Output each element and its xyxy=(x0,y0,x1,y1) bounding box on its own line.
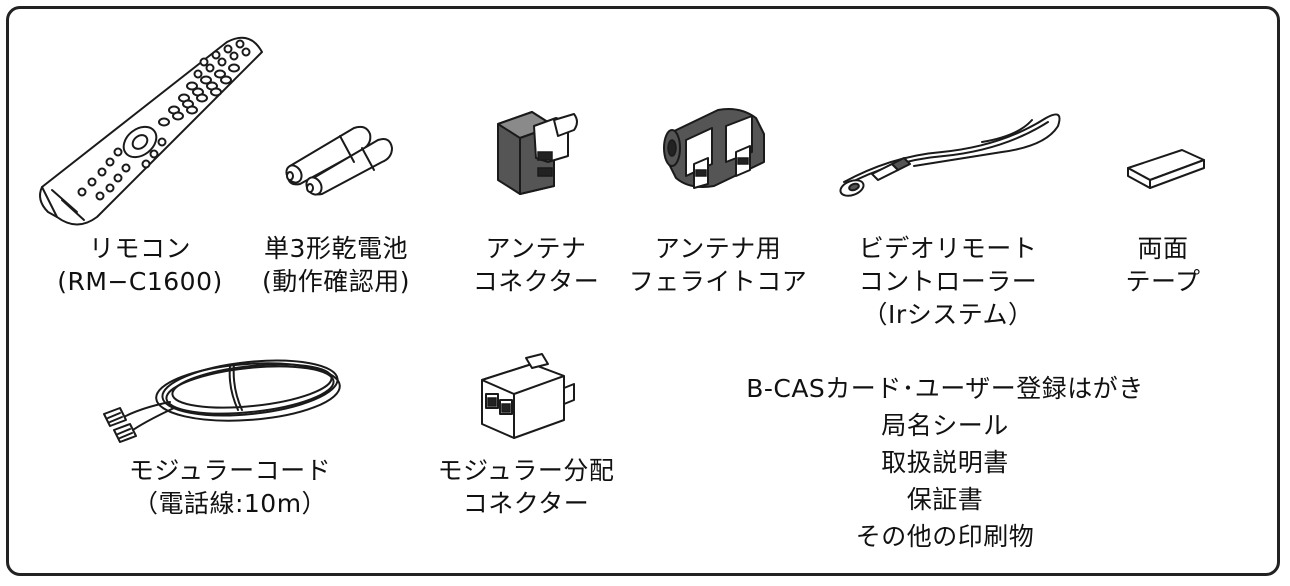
modular-cord-name: モジュラーコード xyxy=(128,456,332,485)
modular-cord-illustration xyxy=(103,359,341,443)
double-sided-tape-illustration xyxy=(1127,149,1205,189)
manual-item: 取扱説明書 xyxy=(881,448,1009,477)
ferrite-core-name1: アンテナ用 xyxy=(654,234,782,263)
video-remote-caption: ビデオリモート コントローラー （Irシステム） xyxy=(838,232,1058,331)
tape-caption: 両面 テープ xyxy=(1088,232,1238,298)
remote-model: (RM−C1600) xyxy=(57,267,223,296)
video-remote-name2: コントローラー xyxy=(858,267,1038,296)
ferrite-core-illustration xyxy=(663,108,765,189)
video-remote-controller-illustration xyxy=(839,113,1061,197)
antenna-connector-name1: アンテナ xyxy=(485,234,587,263)
antenna-connector-name2: コネクター xyxy=(472,267,600,296)
remote-control-illustration xyxy=(39,36,263,226)
video-remote-system: （Irシステム） xyxy=(862,300,1034,329)
video-remote-name1: ビデオリモート xyxy=(858,234,1038,263)
battery-name: 単3形乾電池 xyxy=(264,234,408,263)
bcas-card-item: B-CASカード･ユーザー登録はがき xyxy=(746,374,1144,403)
warranty-item: 保証書 xyxy=(906,485,984,514)
batteries-illustration xyxy=(285,125,393,196)
other-printed-item: その他の印刷物 xyxy=(855,522,1035,551)
other-items-list: B-CASカード･ユーザー登録はがき 局名シール 取扱説明書 保証書 その他の印… xyxy=(700,370,1190,555)
tape-name2: テープ xyxy=(1125,267,1201,296)
ferrite-core-name2: フェライトコア xyxy=(628,267,808,296)
modular-splitter-name2: コネクター xyxy=(462,489,590,518)
modular-splitter-name1: モジュラー分配 xyxy=(437,456,615,485)
antenna-connector-caption: アンテナ コネクター xyxy=(436,232,636,298)
station-sticker-item: 局名シール xyxy=(881,411,1009,440)
battery-note: (動作確認用) xyxy=(261,267,410,296)
modular-cord-spec: （電話線:10m） xyxy=(132,489,328,518)
modular-cord-caption: モジュラーコード （電話線:10m） xyxy=(100,454,360,520)
remote-name: リモコン xyxy=(88,234,191,263)
modular-splitter-illustration xyxy=(481,353,575,439)
ferrite-core-caption: アンテナ用 フェライトコア xyxy=(628,232,808,298)
antenna-connector-illustration xyxy=(497,111,578,195)
remote-caption: リモコン (RM−C1600) xyxy=(30,232,250,298)
accessory-list-frame xyxy=(6,6,1280,576)
battery-caption: 単3形乾電池 (動作確認用) xyxy=(226,232,446,298)
tape-name1: 両面 xyxy=(1137,234,1189,263)
modular-splitter-caption: モジュラー分配 コネクター xyxy=(426,454,626,520)
